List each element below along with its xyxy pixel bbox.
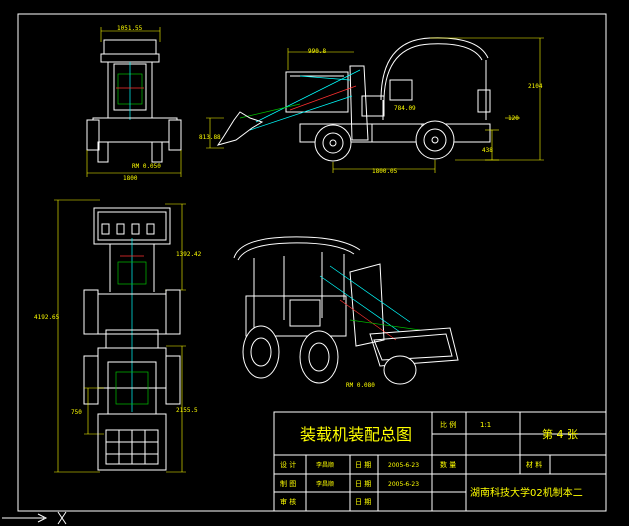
dim-side-total-height: 2104 xyxy=(528,83,543,90)
dim-top-750: 750 xyxy=(71,409,82,416)
dim-iso-rm: RM 0.080 xyxy=(346,382,375,389)
drawing-title: 装载机装配总图 xyxy=(300,425,412,444)
side-view: 990.8 784.09 813.88 1800.05 1 xyxy=(199,37,544,175)
ucs-icon xyxy=(2,511,67,525)
design-date-label: 日 期 xyxy=(355,461,371,469)
isometric-view: RM 0.080 xyxy=(233,236,459,389)
review-label: 审 核 xyxy=(280,497,296,506)
material-label: 材 料 xyxy=(526,460,542,469)
drafting-label: 制 图 xyxy=(280,479,296,488)
dim-top-lower: 2155.5 xyxy=(176,407,198,414)
sheet-number: 第 4 张 xyxy=(542,427,578,441)
dim-side-top: 990.8 xyxy=(308,48,326,55)
title-block: 装载机装配总图 比 例 1:1 第 4 张 数 量 材 料 设 计 李昌顺 日 … xyxy=(273,411,607,512)
dim-side-wheelbase: 1800.05 xyxy=(372,168,398,175)
top-view: 4192.65 1392.42 750 xyxy=(34,199,202,473)
designer-name: 李昌顺 xyxy=(316,461,334,469)
dim-front-width: 1051.55 xyxy=(117,25,143,32)
dim-front-base: 1800 xyxy=(123,175,138,182)
dim-top-upper: 1392.42 xyxy=(176,251,202,258)
design-date: 2005-6-23 xyxy=(388,462,419,469)
design-label: 设 计 xyxy=(280,460,296,469)
drafting-date-label: 日 期 xyxy=(355,480,371,488)
school-name: 湖南科技大学02机制本二 xyxy=(470,486,583,499)
drafting-date: 2005-6-23 xyxy=(388,481,419,488)
scale-label: 比 例 xyxy=(440,420,456,429)
front-view: 1051.55 RM 0.050 1800 xyxy=(86,25,182,182)
dim-side-height: 813.88 xyxy=(199,134,221,141)
dim-side-right-438: 438 xyxy=(482,147,493,154)
scale-value: 1:1 xyxy=(480,421,491,429)
quantity-label: 数 量 xyxy=(440,460,456,469)
dim-top-length: 4192.65 xyxy=(34,314,60,321)
dim-side-arm: 784.09 xyxy=(394,105,416,112)
drafter-name: 李昌顺 xyxy=(316,480,334,488)
dim-side-right-120: 120 xyxy=(508,115,519,122)
review-date-label: 日 期 xyxy=(355,498,371,506)
dim-front-rm: RM 0.050 xyxy=(132,163,161,170)
